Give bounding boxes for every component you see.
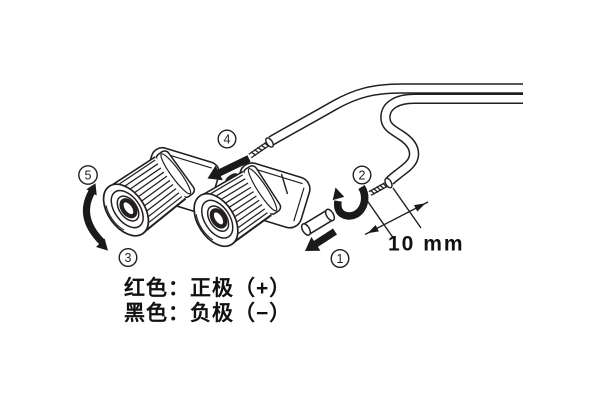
knurl-ridges — [210, 174, 268, 235]
legend-black-negative: 黑色：负极（−） — [124, 302, 292, 325]
svg-text:3: 3 — [125, 251, 132, 265]
svg-text:1: 1 — [337, 252, 344, 266]
dimension-arrow-left-icon — [367, 225, 379, 234]
step-callout-3: 3 — [118, 247, 138, 267]
extension-line-right — [392, 187, 422, 229]
svg-text:2: 2 — [359, 169, 366, 183]
polarity-legend: 红色：正极（+） 黑色：负极（−） — [124, 276, 291, 326]
remove-insulation-arrow-icon — [305, 228, 337, 251]
step-callout-2: 2 — [352, 165, 372, 185]
extension-line-left — [365, 198, 395, 240]
turn-knob-arrow-icon — [82, 183, 108, 251]
svg-text:5: 5 — [85, 169, 92, 183]
binding-post-left — [102, 150, 196, 237]
legend-red-positive: 红色：正极（+） — [124, 277, 292, 300]
dimension-annotation — [364, 187, 429, 240]
dimension-arrow-right-icon — [414, 203, 426, 212]
step-callout-5: 5 — [78, 165, 98, 185]
knurl-ridges — [119, 159, 183, 223]
stripped-wire-upper — [248, 137, 274, 159]
binding-post-right — [193, 165, 282, 248]
twist-strands-arrow-icon — [332, 184, 369, 220]
insulation-piece — [300, 208, 336, 236]
stripped-wire-lower — [368, 177, 393, 196]
svg-text:4: 4 — [224, 133, 231, 147]
step-callout-4: 4 — [217, 129, 237, 149]
dimension-label: 10 mm — [388, 233, 465, 256]
insert-wire-arrow-icon — [207, 155, 251, 181]
step-callout-1: 1 — [330, 248, 350, 268]
speaker-cable — [268, 83, 523, 185]
